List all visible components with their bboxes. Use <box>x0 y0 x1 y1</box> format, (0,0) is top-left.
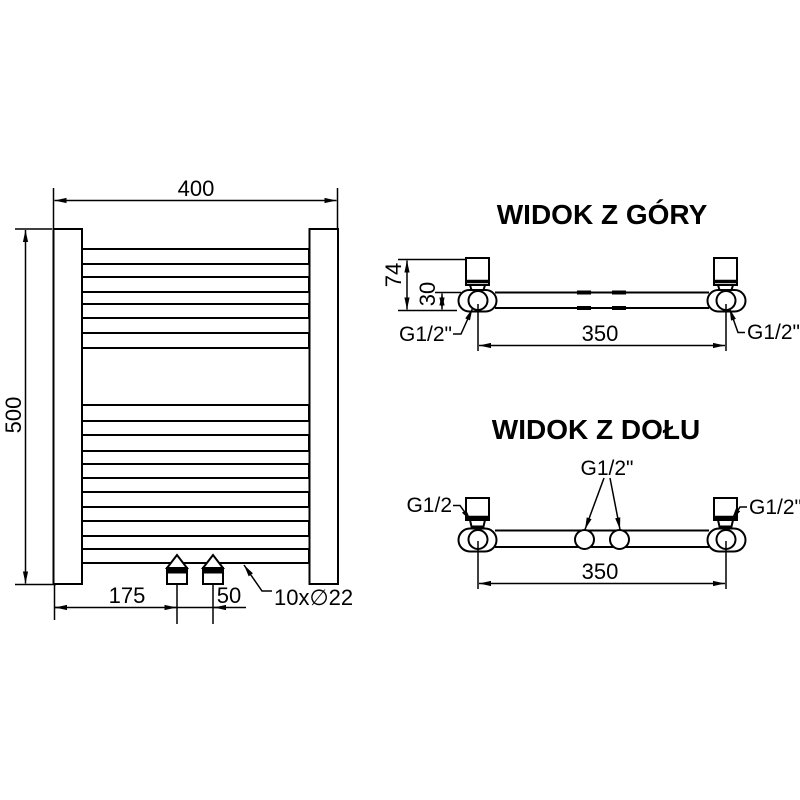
connection-label-center: G1/2" <box>581 457 634 480</box>
front-tubes <box>81 248 310 564</box>
connection-port-center-left <box>574 529 595 550</box>
valve-neck <box>716 519 735 528</box>
dim-connections-label: 350 <box>582 559 619 584</box>
top-valve-left <box>465 257 490 291</box>
connection-leader <box>609 477 621 530</box>
connection-label-left: G1/2 <box>406 494 452 517</box>
tube <box>81 434 310 452</box>
bottom-view-title: WIDOK Z DOŁU <box>492 414 700 445</box>
tube-spec-leader <box>243 564 272 592</box>
connection-label-left: G1/2" <box>399 323 452 346</box>
bottom-valve-right <box>713 497 738 528</box>
bottom-view: WIDOK Z DOŁU G1/2" G1/2 G1/2" <box>406 414 800 589</box>
top-valve-right <box>713 257 738 291</box>
tube <box>81 404 310 422</box>
top-view-title: WIDOK Z GÓRY <box>497 199 708 230</box>
valve-right <box>200 553 226 624</box>
tube <box>81 332 310 349</box>
connection-leader <box>584 477 605 530</box>
connection-label-right: G1/2" <box>747 321 800 344</box>
tube <box>81 520 310 537</box>
valve-band <box>166 568 188 574</box>
valve-left <box>164 553 190 624</box>
tube <box>81 276 310 293</box>
dim-width-label: 400 <box>178 176 215 201</box>
dim-height-label: 500 <box>1 397 26 434</box>
right-rail <box>308 228 339 585</box>
dim-valve-offset-label: 175 <box>109 583 146 608</box>
tube <box>81 491 310 508</box>
tube <box>81 463 310 479</box>
connection-leader <box>728 308 745 334</box>
dim-valve-spacing-label: 50 <box>217 583 241 608</box>
tube <box>81 548 310 564</box>
connection-leader <box>453 308 474 335</box>
top-view: WIDOK Z GÓRY 74 30 <box>381 199 800 351</box>
valve-neck <box>468 519 487 528</box>
bottom-valve-left <box>465 497 490 528</box>
valve-band <box>202 568 224 574</box>
connection-leader <box>730 506 747 521</box>
tube <box>81 248 310 265</box>
dim-connections-label: 350 <box>582 321 619 346</box>
dim-depth-total-label: 74 <box>381 263 406 287</box>
dim-depth-tube-label: 30 <box>415 282 440 306</box>
connection-label-right: G1/2" <box>749 496 800 519</box>
tube <box>81 303 310 319</box>
tube-spec-label: 10x∅22 <box>274 585 353 610</box>
connection-leader <box>453 504 472 522</box>
left-rail <box>52 228 83 585</box>
front-view: 400 500 175 50 10x∅22 <box>1 176 353 624</box>
connection-port-center-right <box>609 529 630 550</box>
